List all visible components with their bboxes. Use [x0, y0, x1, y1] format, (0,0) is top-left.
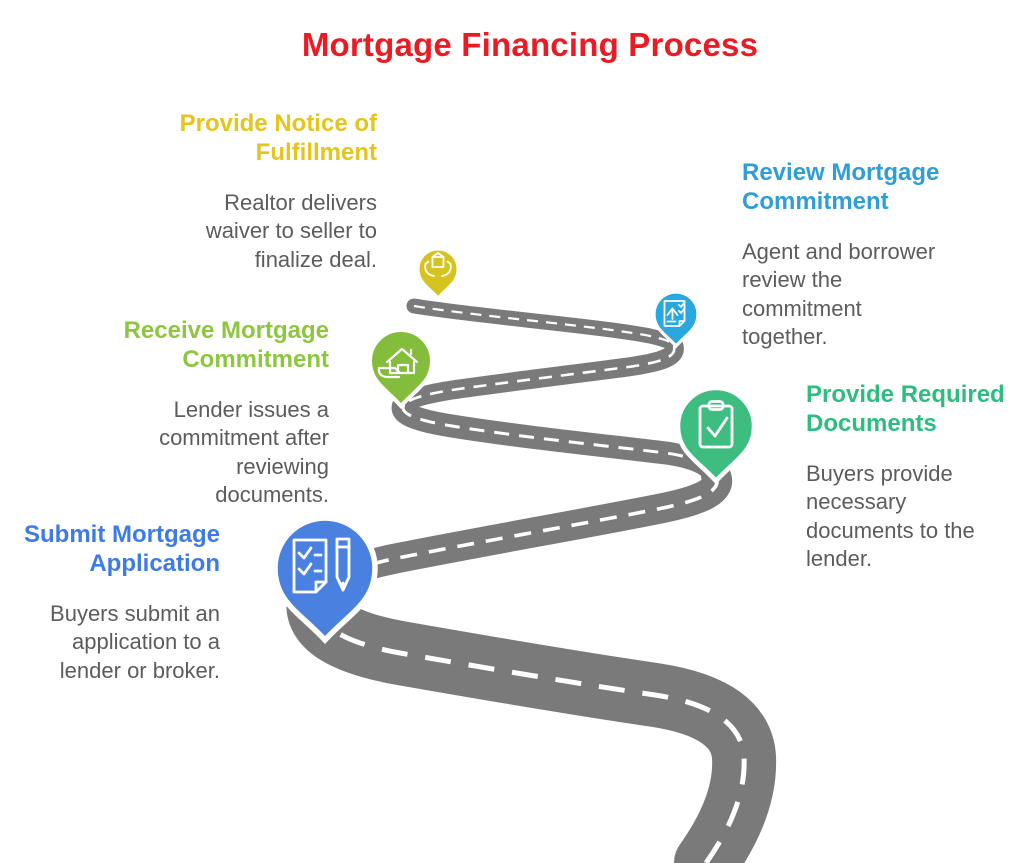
step-description: Lender issues a commitment after reviewi… — [159, 396, 329, 508]
step-heading: Receive Mortgage Commitment — [123, 317, 329, 373]
step-receive-mortgage-commitment: Receive Mortgage Commitment Lender issue… — [79, 317, 329, 510]
step-description: Agent and borrower review the commitment… — [742, 238, 936, 350]
step-heading: Review Mortgage Commitment — [742, 159, 940, 215]
step-submit-mortgage-application: Submit Mortgage Application Buyers submi… — [5, 521, 220, 685]
step-provide-required-documents: Provide Required Documents Buyers provid… — [806, 381, 1021, 574]
pin-provide-required-documents — [675, 385, 757, 485]
step-heading: Submit Mortgage Application — [24, 521, 220, 577]
step-description: Buyers submit an application to a lender… — [50, 600, 220, 683]
pin-submit-mortgage-application — [272, 515, 378, 645]
clipboard-check-icon — [698, 400, 734, 449]
approved-document-icon — [663, 300, 686, 327]
step-heading: Provide Required Documents — [806, 381, 1005, 437]
step-description: Buyers provide necessary documents to th… — [806, 460, 975, 572]
pin-review-mortgage-commitment — [652, 290, 700, 349]
step-heading: Provide Notice of Fulfillment — [179, 110, 377, 166]
step-provide-notice-of-fulfillment: Provide Notice of Fulfillment Realtor de… — [117, 110, 377, 274]
hands-holding-box-icon — [424, 252, 452, 277]
hand-house-icon — [377, 347, 419, 379]
step-description: Realtor delivers waiver to seller to fin… — [205, 189, 377, 272]
step-review-mortgage-commitment: Review Mortgage Commitment Agent and bor… — [742, 159, 982, 352]
pin-provide-notice-of-fulfillment — [416, 247, 460, 301]
document-checklist-pen-icon — [292, 537, 351, 594]
pin-receive-mortgage-commitment — [367, 328, 435, 410]
page-title: Mortgage Financing Process — [301, 26, 759, 64]
